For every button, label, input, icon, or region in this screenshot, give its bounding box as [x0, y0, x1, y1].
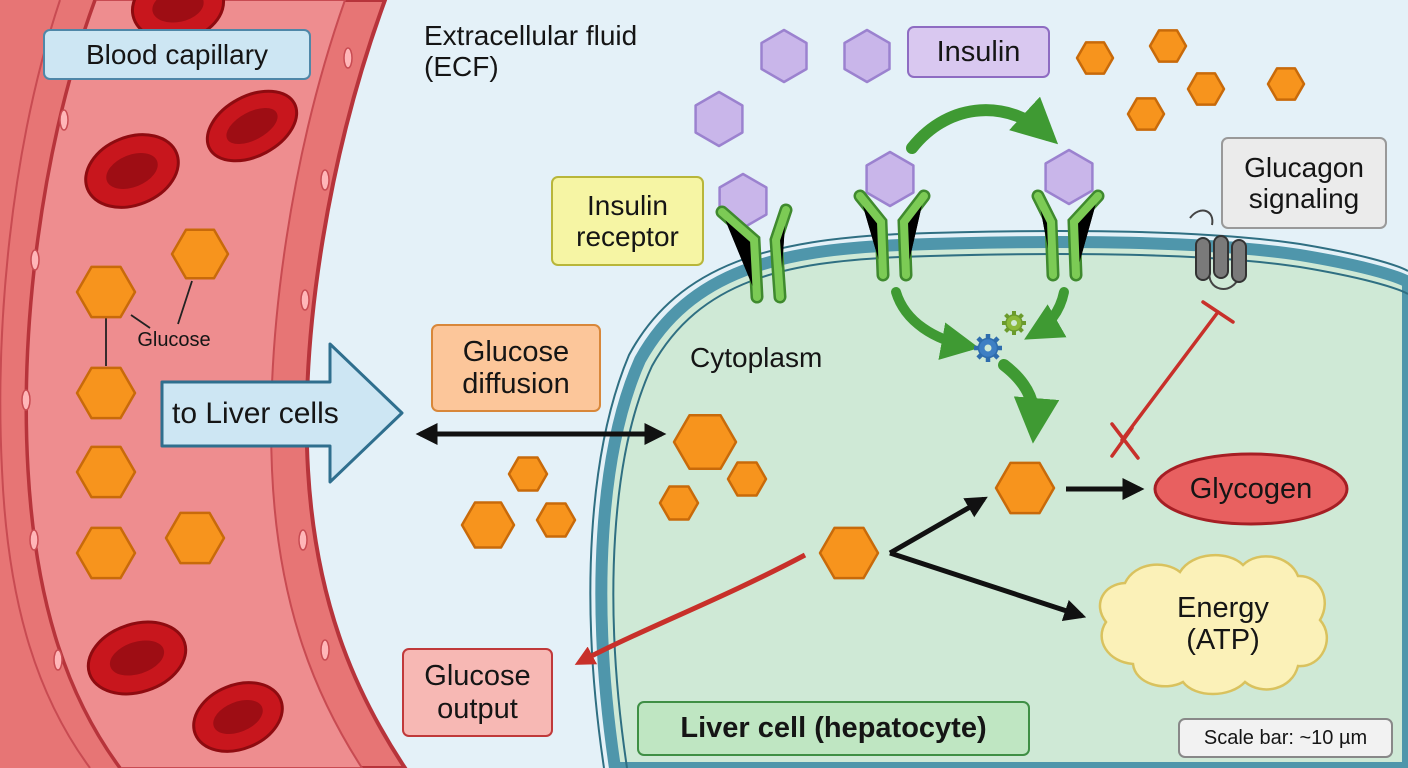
glucose-connectors: [105, 280, 193, 366]
glucose-molecule: [75, 445, 137, 499]
glucose-molecule: [1186, 72, 1226, 106]
gear-icon: [1002, 311, 1026, 335]
glucose-molecule: [75, 366, 137, 420]
energy-cloud: [1098, 553, 1329, 696]
glucose-molecule: [1075, 41, 1115, 75]
red-blood-cell: [86, 620, 188, 696]
insulin-receptor-label: Insulin receptor: [551, 176, 704, 266]
glucose-molecule: [164, 511, 226, 565]
red-blood-cells: [84, 0, 299, 753]
liver-cell-label: Liver cell (hepatocyte): [637, 701, 1030, 756]
glucose-molecules: [75, 29, 1306, 580]
glucose-molecule: [507, 456, 549, 492]
glycogen-label: Glycogen: [1189, 472, 1313, 505]
glucose-molecule: [1126, 97, 1166, 131]
energy-label: Energy (ATP): [1177, 591, 1269, 656]
glucose-molecule: [1148, 29, 1188, 63]
glucose-molecule: [460, 501, 516, 549]
glucose-molecule: [170, 228, 230, 280]
cytoplasm-label: Cytoplasm: [690, 342, 823, 374]
gear-icon: [974, 334, 1002, 362]
pathway-arrows: [415, 422, 1145, 621]
glucose-output-arrow: [574, 552, 807, 665]
insulin-molecule: [694, 90, 744, 148]
to-liver-arrow-shape: [160, 342, 404, 484]
blood-capillary-label: Blood capillary: [43, 29, 311, 80]
glucose-molecule: [75, 265, 137, 319]
red-blood-cell: [192, 681, 284, 753]
glucose-diffusion-label: Glucose diffusion: [431, 324, 601, 412]
glucose-molecule: [535, 502, 577, 538]
glucagon-signaling-label: Glucagon signaling: [1221, 137, 1387, 229]
red-blood-cell: [84, 133, 180, 209]
insulin-label: Insulin: [907, 26, 1050, 78]
glucose-molecule: [726, 461, 768, 497]
red-blood-cell: [205, 89, 299, 163]
insulin-signaling-arrows: [891, 96, 1069, 444]
insulin-molecule: [760, 28, 808, 84]
ecf-label: Extracellular fluid (ECF): [424, 20, 638, 83]
glucose-small-label: Glucose: [137, 328, 211, 351]
glucose-molecule: [658, 485, 700, 521]
glucagon-inhibition: [1110, 300, 1235, 460]
insulin-molecule: [1044, 148, 1094, 206]
to-liver-cells-label: to Liver cells: [172, 397, 339, 431]
insulin-molecule: [843, 28, 891, 84]
to-energy-arrow: [889, 550, 1087, 621]
glycogen-shape: [1153, 452, 1349, 526]
insulin-molecule: [865, 150, 915, 208]
scale-bar-label: Scale bar: ~10 µm: [1178, 718, 1393, 758]
glucose-molecule: [994, 461, 1056, 515]
insulin-receptors: [715, 189, 1105, 304]
to-glycogenesis-arrow: [888, 496, 988, 556]
glucose-molecule: [75, 526, 137, 580]
glucagon-receptor: [1189, 209, 1247, 290]
glucose-molecule: [1266, 67, 1306, 101]
glucose-output-label: Glucose output: [402, 648, 553, 737]
glucose-molecule: [818, 526, 880, 580]
glucose-molecule: [672, 413, 738, 471]
